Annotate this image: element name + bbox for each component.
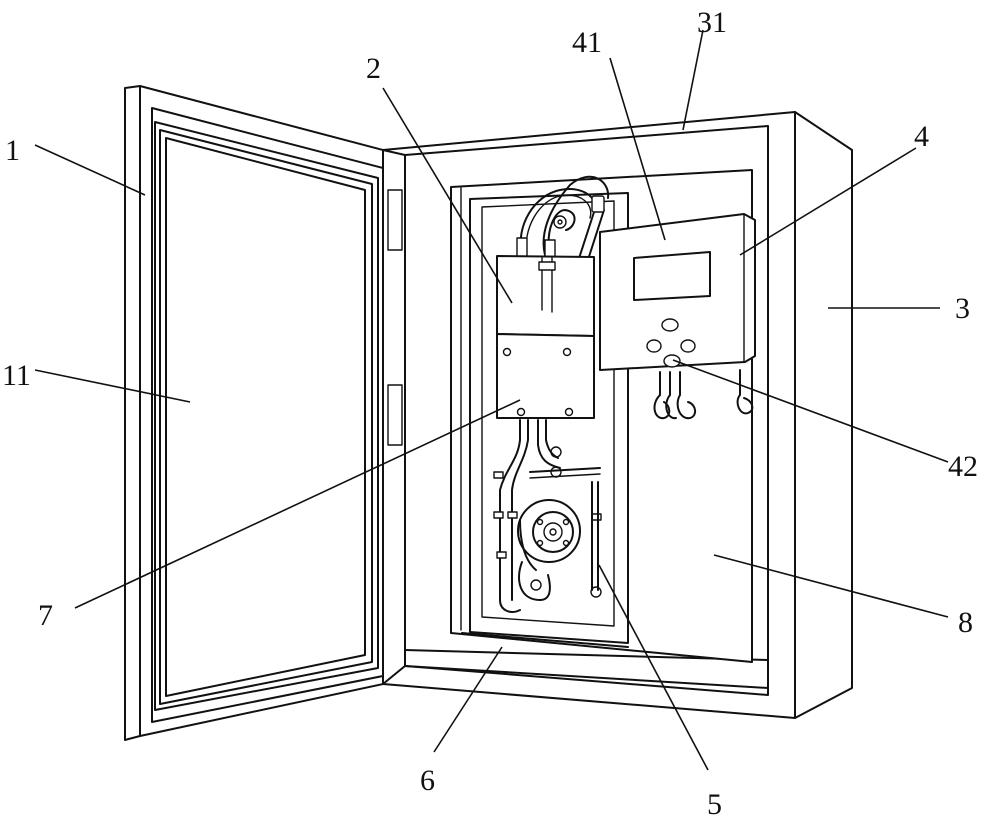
cabinet-door [124, 85, 406, 741]
controller-unit [599, 213, 756, 420]
pump-and-tubing [493, 419, 602, 613]
label-5: 5 [707, 788, 722, 821]
leader-lines [34, 29, 949, 771]
label-6: 6 [420, 764, 435, 797]
label-41: 41 [572, 26, 602, 59]
label-8: 8 [958, 606, 973, 639]
label-4: 4 [914, 120, 929, 153]
control-box [496, 333, 595, 419]
reagent-unit [496, 175, 610, 337]
label-7: 7 [38, 599, 53, 632]
label-3: 3 [955, 292, 970, 325]
callout-labels: 1 11 2 41 31 4 3 42 8 5 6 7 [2, 6, 978, 821]
label-2: 2 [366, 52, 381, 85]
label-1: 1 [5, 134, 20, 167]
label-31: 31 [697, 6, 727, 39]
label-42: 42 [948, 450, 978, 483]
label-11: 11 [2, 359, 31, 392]
